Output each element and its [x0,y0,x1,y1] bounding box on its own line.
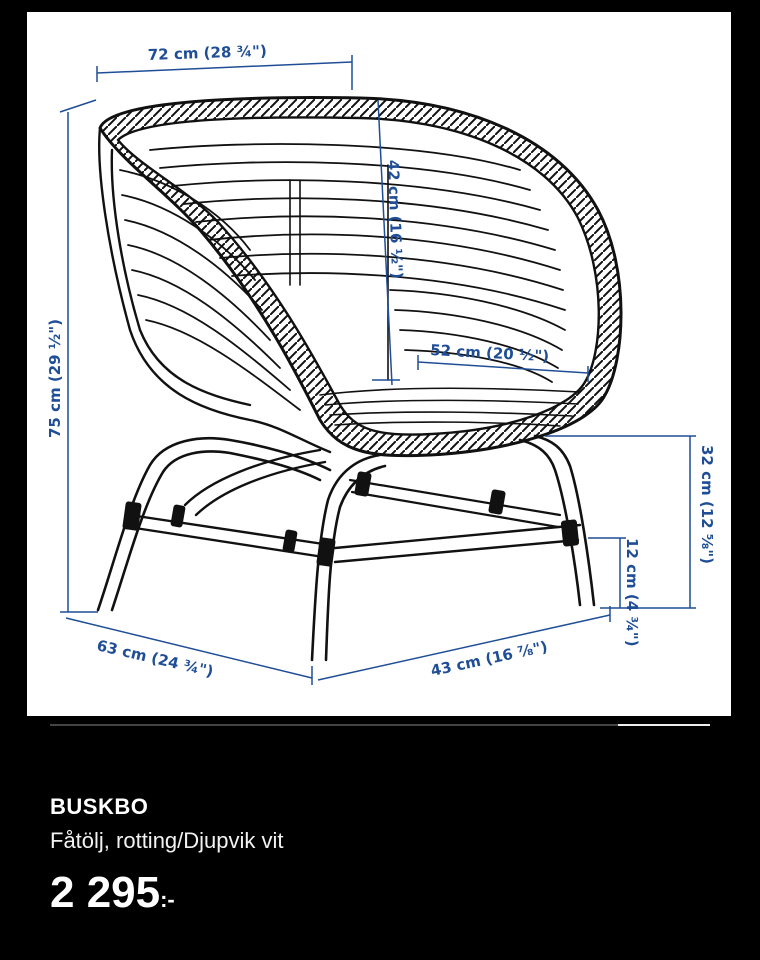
product-dimension-image[interactable]: 72 cm (28 ¾") 42 cm (16 ½") 52 cm (20 ½"… [27,12,731,716]
image-gallery-progress[interactable] [50,724,710,726]
product-description: Fåtölj, rotting/Djupvik vit [50,828,284,853]
dimension-depth-label: 63 cm (24 ¾") [95,636,215,680]
product-name: BUSKBO [50,794,149,819]
dimension-seat-depth-label: 43 cm (16 ⅞") [429,638,549,680]
dimension-width-label: 72 cm (28 ¾") [148,42,268,64]
price-suffix: :- [160,887,175,912]
product-price: 2 295:- [50,868,175,925]
price-value: 2 295 [50,868,161,917]
dimension-backrest-height-label: 42 cm (16 ½") [384,160,406,280]
dimension-total-height-label: 75 cm (29 ½") [46,319,64,438]
image-gallery-progress-thumb[interactable] [617,724,710,726]
chair-illustration [96,96,623,662]
dimension-stretcher-height-label: 12 cm (4 ¾") [623,538,641,647]
dimension-lines [59,55,696,685]
dimension-seat-height-label: 32 cm (12 ⅝") [698,445,716,564]
